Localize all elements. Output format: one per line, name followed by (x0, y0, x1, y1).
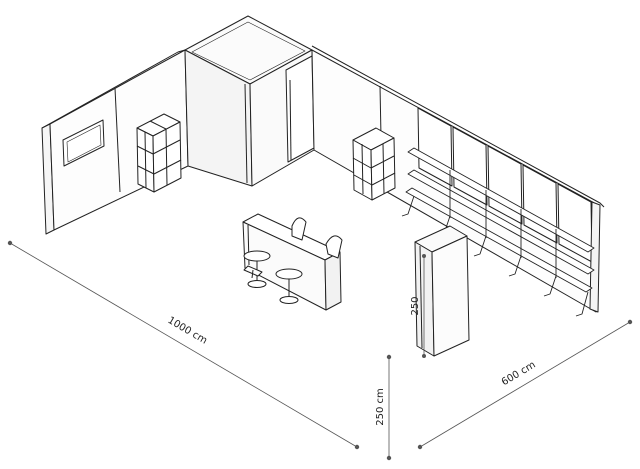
dimension-height-label: 250 cm (375, 388, 386, 426)
reception-counter (242, 213, 342, 311)
wall-screen (62, 119, 105, 167)
dimension-depth (417, 319, 633, 450)
chair (325, 235, 343, 259)
dimension-height (386, 354, 392, 461)
stool (243, 265, 263, 279)
partition-column (414, 225, 470, 357)
dimension-partition-label: 250 (410, 296, 421, 315)
cube-shelf-left (136, 113, 182, 193)
stool (275, 268, 303, 304)
display-shelves (401, 147, 595, 317)
dimension-width (7, 240, 360, 450)
storage-room (184, 15, 315, 187)
dimension-width-label: 1000 cm (166, 315, 209, 347)
chair (291, 217, 307, 241)
back-wall-left (41, 49, 189, 235)
dimension-partition-height (421, 253, 426, 358)
cube-shelf-right (352, 127, 396, 201)
dimension-depth-label: 600 cm (500, 360, 538, 389)
